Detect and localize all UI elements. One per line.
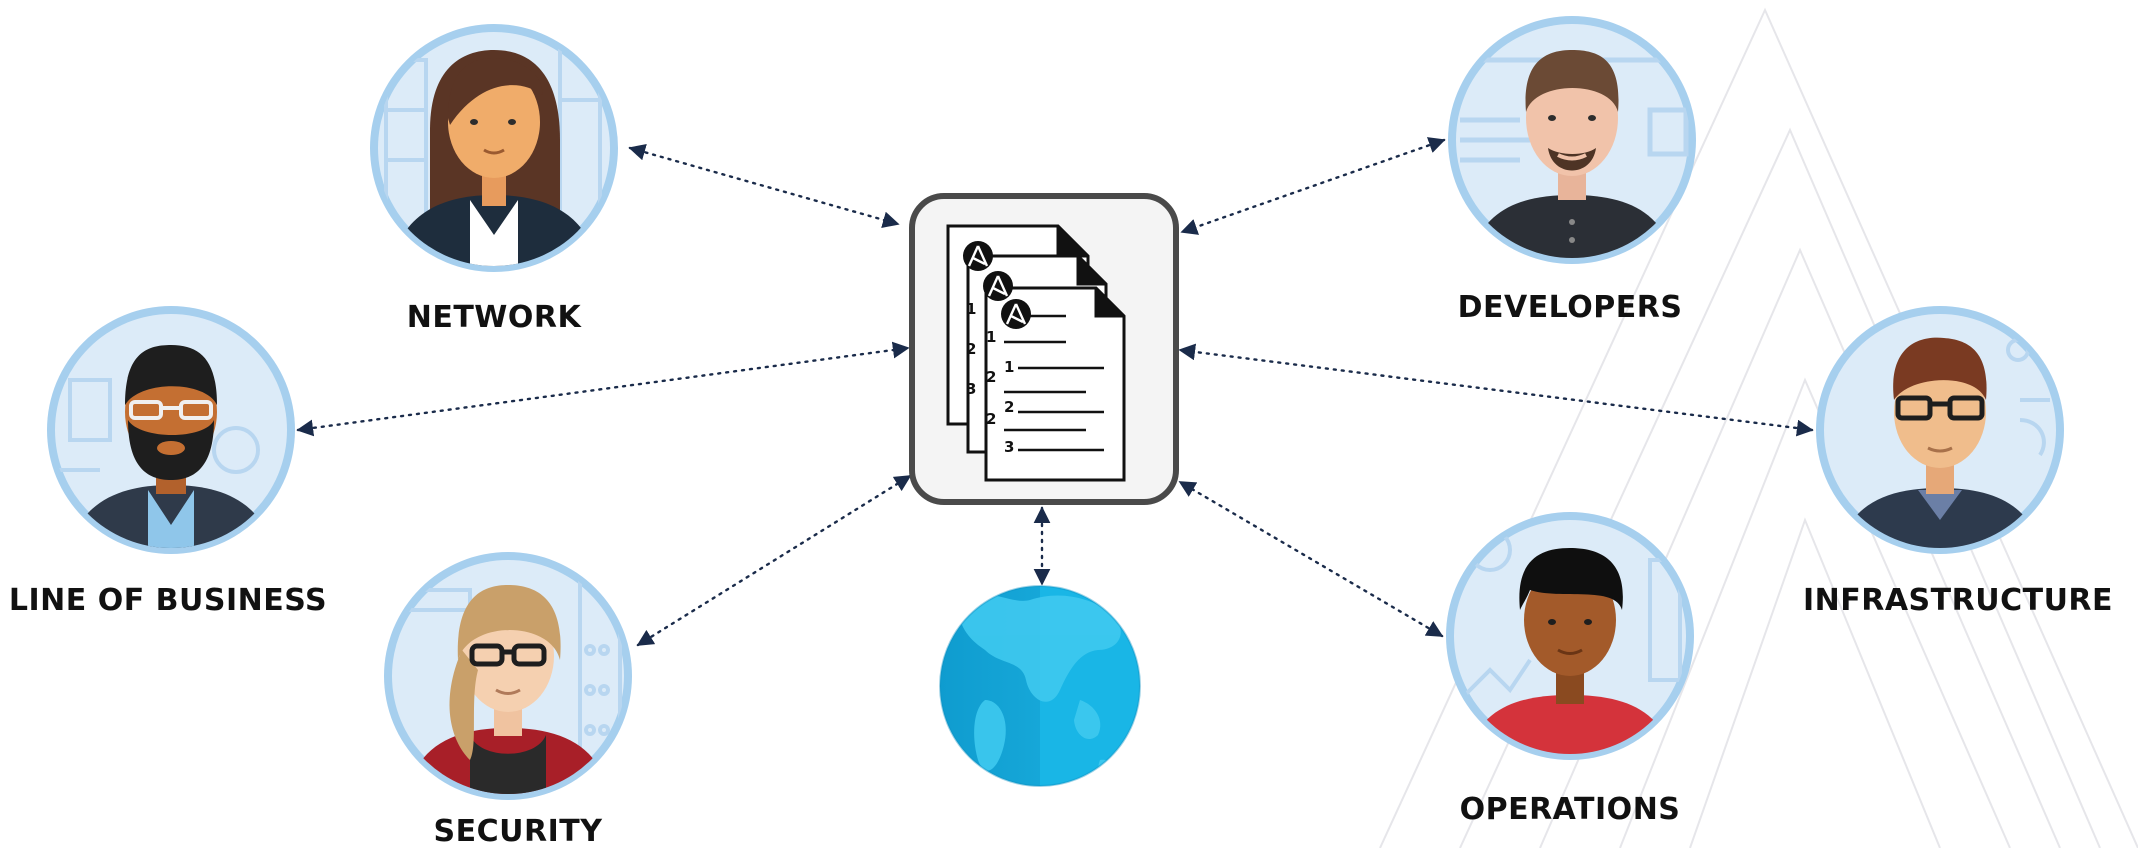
step-number: 1 [966,300,976,318]
step-number: 1 [986,328,996,346]
label-security: SECURITY [433,814,603,849]
label-line-of-business: LINE OF BUSINESS [8,583,328,618]
step-number: 2 [1004,398,1014,416]
step-number: 3 [966,380,976,398]
security-avatar [384,552,632,800]
connector-security [636,474,912,647]
step-number: 2 [986,410,996,428]
connector-line-of-business [296,341,910,437]
step-number: 2 [966,340,976,358]
connectors [296,137,1814,647]
line-of-business-avatar [47,306,295,554]
label-infrastructure: INFRASTRUCTURE [1802,583,2114,618]
connector-developers [1180,137,1446,235]
operations-avatar [1446,512,1694,760]
ansible-playbook-documents-icon: 1 1 2 2 1 3 2 2 3 [909,193,1179,505]
step-number: 2 [986,368,996,386]
connector-operations [1178,480,1444,638]
label-operations: OPERATIONS [1459,792,1681,827]
developers-avatar [1448,16,1696,264]
ansible-logo-icon [963,241,1031,329]
connector-network [628,144,900,228]
globe-icon [939,585,1141,787]
network-avatar [370,24,618,272]
step-number: 1 [1004,358,1014,376]
label-network: NETWORK [406,300,582,335]
infrastructure-avatar [1816,306,2064,554]
step-number: 3 [1004,438,1014,456]
label-developers: DEVELOPERS [1457,290,1683,325]
connector-infrastructure [1178,343,1814,437]
